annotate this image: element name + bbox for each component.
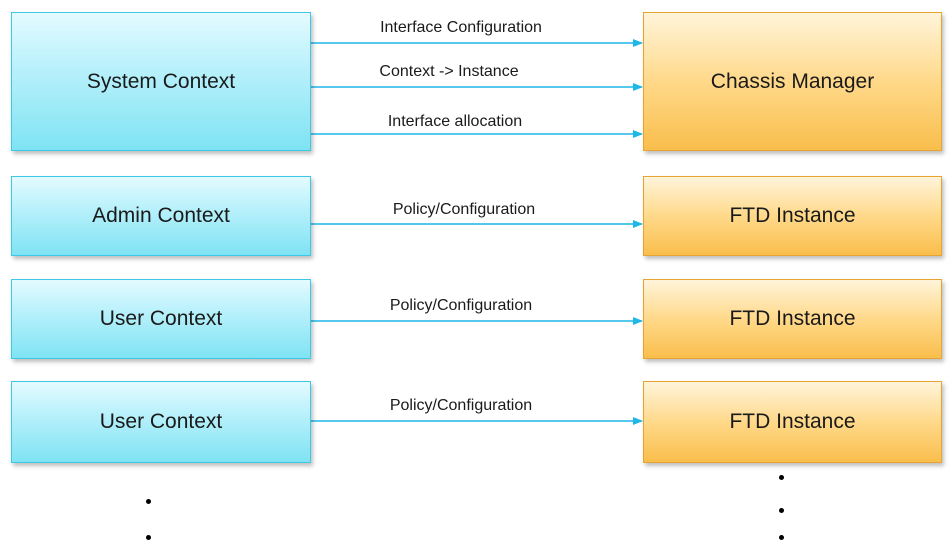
continuation-dot (779, 508, 784, 513)
ftd-instance-box: FTD Instance (643, 279, 942, 359)
arrow-label-interface-configuration: Interface Configuration (380, 19, 542, 36)
system-context-box: System Context (11, 12, 311, 151)
ftd-instance-label: FTD Instance (729, 307, 856, 330)
continuation-dot (146, 535, 151, 540)
user-context-box: User Context (11, 279, 311, 359)
ftd-instance-label: FTD Instance (729, 410, 856, 433)
arrow-label-interface-allocation: Interface allocation (387, 113, 523, 130)
user-context-label: User Context (99, 410, 223, 433)
arrow-label-policy-configuration: Policy/Configuration (389, 297, 533, 314)
continuation-dot (779, 535, 784, 540)
user-context-label: User Context (99, 307, 223, 330)
admin-context-box: Admin Context (11, 176, 311, 256)
ftd-instance-box: FTD Instance (643, 176, 942, 256)
system-context-label: System Context (86, 69, 236, 93)
user-context-box: User Context (11, 381, 311, 463)
continuation-dot (146, 499, 151, 504)
chassis-manager-label: Chassis Manager (710, 69, 875, 93)
arrow-label-policy-configuration: Policy/Configuration (392, 201, 536, 218)
ftd-instance-box: FTD Instance (643, 381, 942, 463)
admin-context-label: Admin Context (92, 204, 230, 227)
arrow-label-context-instance: Context -> Instance (379, 63, 519, 80)
chassis-manager-box: Chassis Manager (643, 12, 942, 151)
continuation-dot (779, 475, 784, 480)
ftd-instance-label: FTD Instance (729, 204, 856, 227)
arrow-label-policy-configuration: Policy/Configuration (389, 397, 533, 414)
